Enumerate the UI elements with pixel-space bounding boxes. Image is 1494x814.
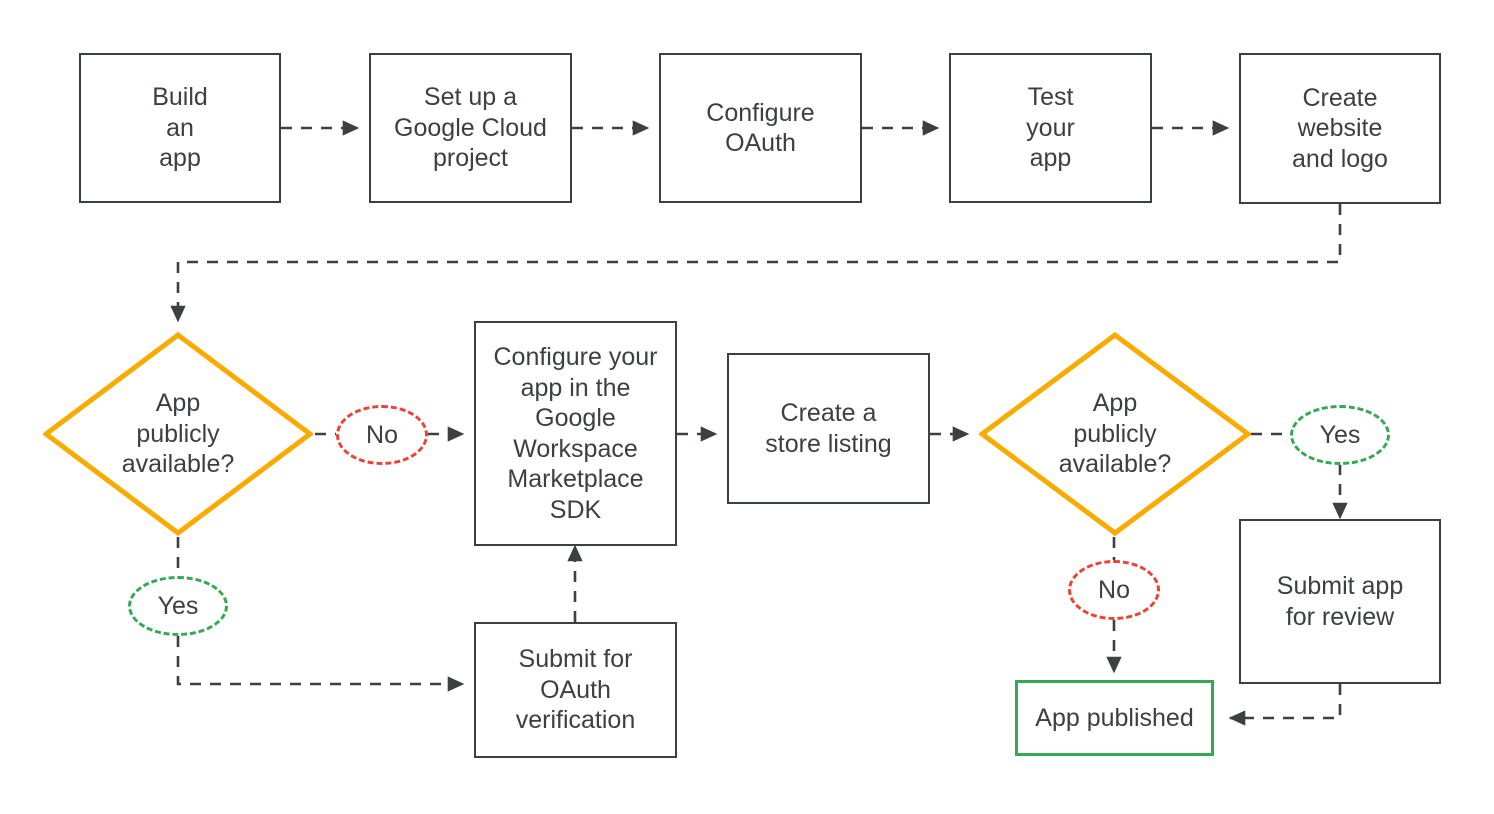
edge-decision-left-yes-b: [176, 636, 465, 692]
node-label: Submit for OAuth verification: [515, 645, 636, 735]
node-create-a-store-listing[interactable]: Create a store listing: [727, 353, 930, 504]
branch-label-text: No: [366, 420, 398, 449]
node-set-up-google-cloud-project[interactable]: Set up a Google Cloud project: [369, 53, 572, 203]
branch-label-text: Yes: [157, 591, 199, 620]
node-label: Test your app: [1026, 83, 1075, 173]
diamond-shape: [43, 332, 313, 536]
node-configure-oauth[interactable]: Configure OAuth: [659, 53, 862, 203]
node-decision-app-publicly-available-left[interactable]: App publicly available?: [43, 332, 313, 536]
edge-website-to-decision-left: [170, 204, 1342, 323]
edge-review-to-published: [1228, 684, 1342, 726]
node-label: Build an app: [152, 83, 208, 173]
node-decision-app-publicly-available-right[interactable]: App publicly available?: [979, 332, 1251, 536]
node-app-published[interactable]: App published: [1015, 680, 1214, 756]
node-label: Create website and logo: [1292, 83, 1388, 173]
branch-label-right-no: No: [1068, 560, 1160, 620]
node-submit-app-for-review[interactable]: Submit app for review: [1239, 519, 1441, 684]
node-build-an-app[interactable]: Build an app: [79, 53, 281, 203]
node-label: Create a store listing: [765, 399, 892, 458]
node-label: Submit app for review: [1276, 572, 1404, 631]
branch-label-left-yes: Yes: [128, 576, 228, 636]
node-submit-for-oauth-verification[interactable]: Submit for OAuth verification: [474, 622, 677, 758]
branch-label-text: Yes: [1319, 420, 1361, 449]
node-label: Configure your app in the Google Workspa…: [493, 343, 658, 524]
branch-label-text: No: [1098, 575, 1130, 604]
diamond-shape: [979, 332, 1251, 536]
branch-label-left-no: No: [336, 405, 428, 465]
node-configure-app-marketplace-sdk[interactable]: Configure your app in the Google Workspa…: [474, 321, 677, 546]
node-create-website-and-logo[interactable]: Create website and logo: [1239, 53, 1441, 204]
branch-label-right-yes: Yes: [1290, 405, 1390, 465]
node-label: Configure OAuth: [706, 98, 815, 158]
node-test-your-app[interactable]: Test your app: [949, 53, 1152, 203]
node-label: App publicly available?: [1058, 389, 1172, 479]
node-label: App publicly available?: [121, 389, 235, 479]
node-label: App published: [1035, 703, 1194, 732]
node-label: Set up a Google Cloud project: [394, 83, 547, 173]
